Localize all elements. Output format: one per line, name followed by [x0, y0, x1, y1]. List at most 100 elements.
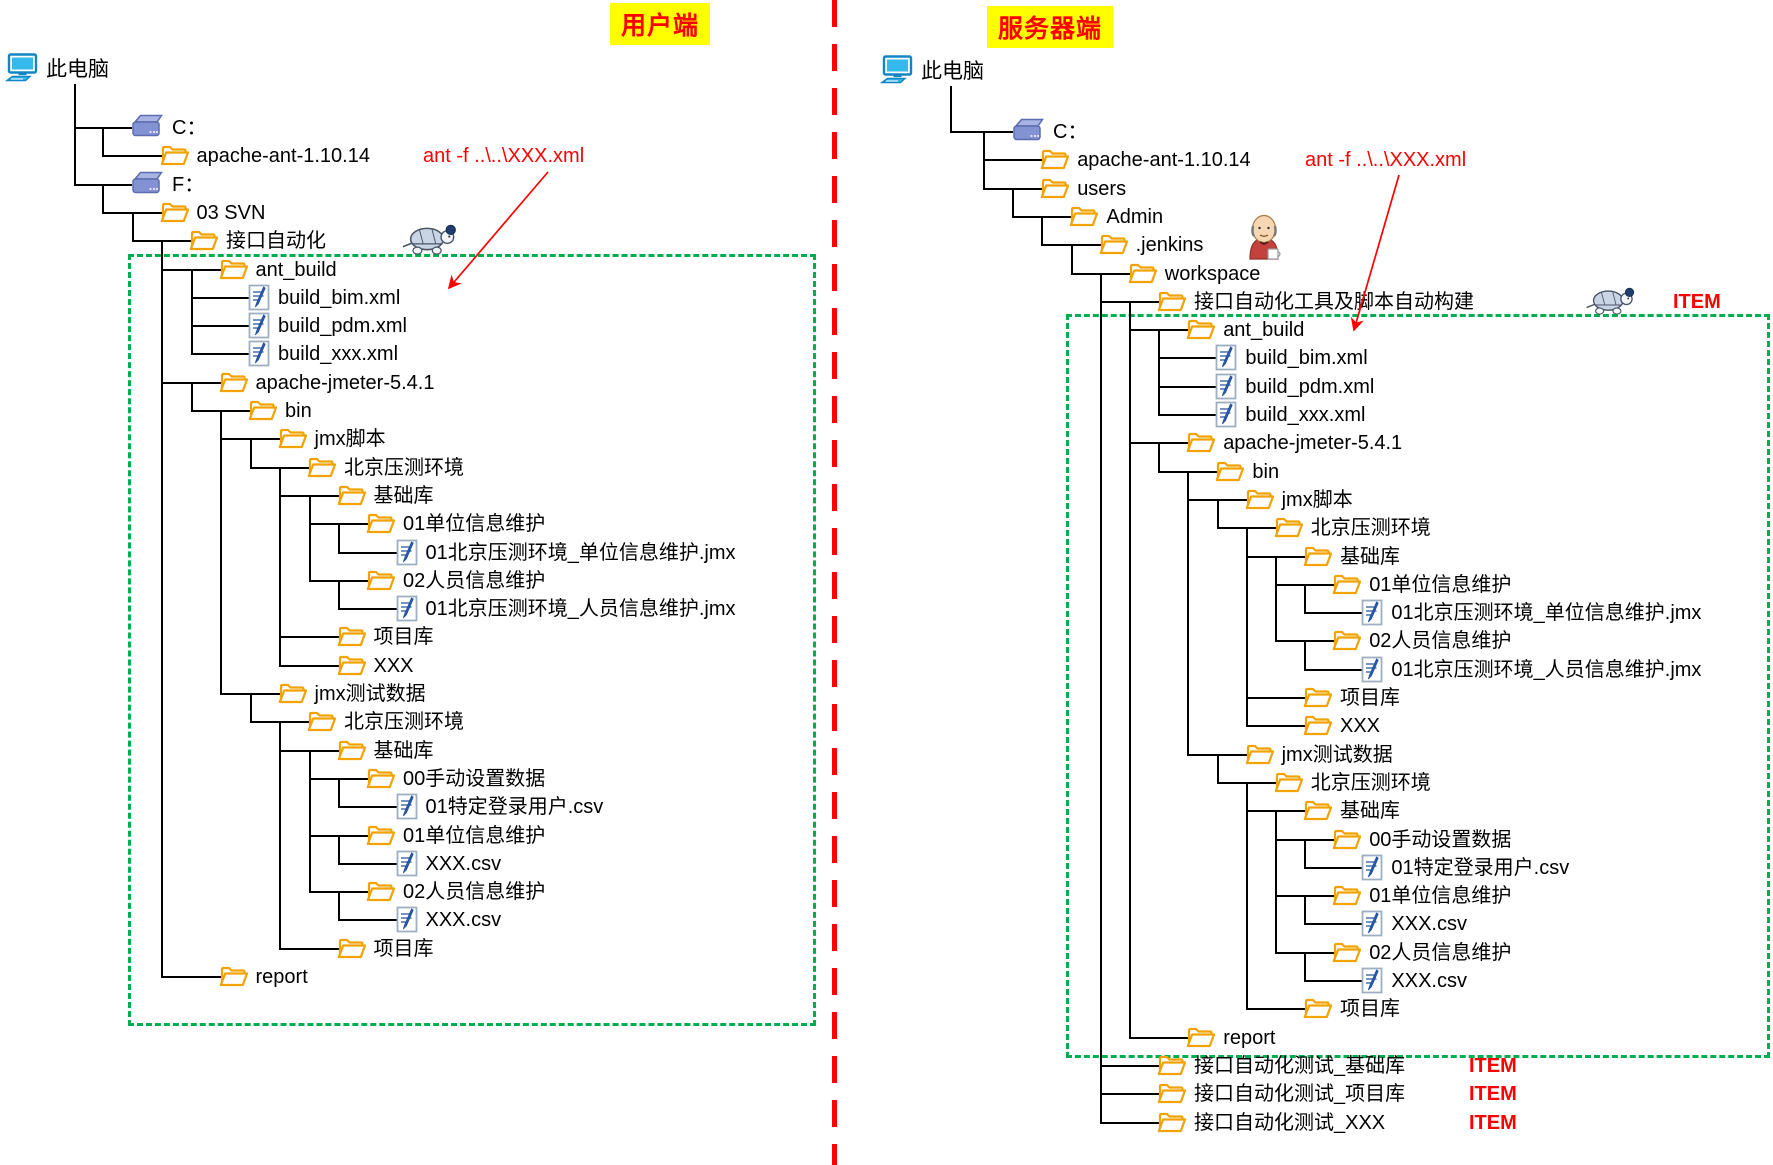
tree-connector — [74, 84, 76, 186]
tree-connector — [1099, 1064, 1159, 1067]
tree-node-label: 02人员信息维护 — [403, 569, 546, 592]
tree-node-label: build_pdm.xml — [1245, 375, 1375, 398]
tree-node-label: XXX.csv — [425, 909, 502, 932]
tree-connector — [1070, 245, 1073, 275]
tree-node-icon — [1128, 261, 1157, 285]
tree-connector — [1129, 1036, 1189, 1039]
folder-icon — [1157, 291, 1186, 311]
tree-root-label: 此电脑 — [921, 60, 984, 83]
tree-node-label: 接口自动化测试_XXX — [1194, 1111, 1386, 1134]
ant-command-annotation-client: ant -f ..\..\XXX.xml — [423, 145, 585, 167]
tree-connector — [1245, 528, 1248, 728]
computer-icon — [880, 55, 913, 84]
tree-node-label: C： — [172, 117, 207, 139]
tree-connector — [249, 694, 252, 724]
file-icon — [1361, 967, 1383, 994]
tree-node-icon — [278, 681, 307, 705]
tree-node-label: apache-jmeter-5.4.1 — [1223, 432, 1403, 455]
tree-connector — [338, 806, 398, 809]
tree-connector — [1245, 1008, 1305, 1011]
tree-node-icon — [1040, 176, 1070, 200]
tree-connector — [1304, 584, 1307, 615]
folder-icon — [248, 400, 277, 421]
tree-connector — [338, 524, 340, 554]
tree-connector — [279, 467, 281, 667]
folder-icon — [1040, 178, 1070, 198]
folder-icon — [278, 429, 307, 449]
tree-node-label: 北京压测环境 — [1310, 771, 1431, 794]
tree-node-label: 01单位信息维护 — [1369, 885, 1512, 908]
folder-icon — [1157, 1084, 1186, 1104]
tree-node-label: XXX.csv — [1391, 970, 1467, 992]
tree-node-icon — [1215, 401, 1237, 428]
tree-connector — [1304, 839, 1307, 869]
folder-icon — [366, 825, 395, 845]
tree-connector — [338, 862, 398, 865]
tree-connector — [1275, 556, 1277, 643]
tree-node-icon — [1274, 770, 1303, 794]
tree-connector — [983, 132, 985, 190]
tree-node-icon — [366, 766, 395, 790]
tree-connector — [338, 835, 340, 865]
file-icon — [1215, 401, 1237, 428]
tree-node-label: jmx测试数据 — [314, 683, 426, 705]
tree-node-icon — [1361, 967, 1383, 994]
folder-icon — [278, 683, 307, 704]
folder-icon — [366, 881, 395, 902]
tree-node-icon — [1157, 1081, 1186, 1105]
tree-connector — [1304, 668, 1364, 671]
tree-node-icon — [396, 850, 418, 877]
folder-icon — [1186, 319, 1216, 340]
tree-node-icon — [1245, 487, 1274, 511]
client-side-header: 用户端 — [610, 3, 711, 45]
tree-node-icon — [219, 964, 248, 988]
tree-node-icon — [1332, 628, 1362, 652]
tree-node-label: 01北京压测环境_人员信息维护.jmx — [1391, 658, 1702, 681]
tree-node-label: 01北京压测环境_单位信息维护.jmx — [1391, 602, 1702, 625]
tree-node-label: XXX — [1340, 715, 1381, 738]
tree-node-icon — [366, 823, 395, 847]
tree-node-label: 01特定登录用户.csv — [425, 796, 604, 819]
tree-node-icon — [1274, 515, 1303, 539]
tree-node-icon — [1069, 204, 1099, 228]
tree-node-label: 基础库 — [373, 484, 434, 507]
tree-connector — [983, 159, 1043, 162]
folder-icon — [337, 485, 366, 505]
folder-icon — [1070, 206, 1099, 226]
tree-connector — [338, 551, 398, 554]
tree-connector — [338, 580, 340, 611]
tree-connector — [1129, 301, 1131, 1039]
folder-icon — [1274, 772, 1303, 792]
tree-connector — [1304, 952, 1307, 982]
tree-node-icon — [1303, 713, 1332, 737]
tree-node-icon — [337, 624, 366, 648]
tree-connector — [1245, 782, 1248, 1011]
tree-connector — [338, 778, 340, 809]
tree-node-icon — [1361, 910, 1383, 937]
tree-node-label: 基础库 — [1340, 545, 1400, 568]
folder-icon — [189, 231, 218, 251]
file-icon — [1361, 854, 1383, 881]
tree-node-label: ant_build — [1223, 319, 1305, 342]
tree-node-icon — [248, 284, 270, 311]
tree-node-label: 01单位信息维护 — [1369, 573, 1512, 596]
tree-connector — [1304, 896, 1307, 926]
tree-connector — [950, 131, 1013, 133]
file-icon — [396, 793, 417, 820]
tree-node-icon — [1215, 373, 1237, 400]
folder-icon — [307, 457, 336, 477]
red-dashed-divider — [832, 0, 837, 1165]
tree-connector — [1304, 641, 1307, 671]
folder-icon — [1157, 1112, 1186, 1132]
tree-connector — [102, 128, 104, 158]
tree-node-label: 北京压测环境 — [344, 711, 464, 734]
tree-node-label: 接口自动化 — [226, 230, 326, 253]
tree-node-icon — [248, 340, 270, 367]
tree-node-icon — [337, 653, 366, 677]
file-icon — [396, 595, 417, 622]
folder-icon — [1332, 631, 1362, 651]
folder-icon — [1216, 461, 1245, 481]
item-tag: ITEM — [1469, 1083, 1517, 1106]
tree-node-label: 02人员信息维护 — [1369, 941, 1512, 964]
folder-icon — [1245, 489, 1274, 509]
